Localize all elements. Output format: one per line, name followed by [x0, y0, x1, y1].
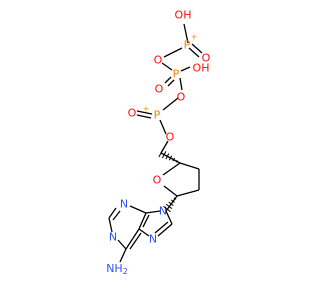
charge-p-low: +	[143, 105, 150, 114]
atom-nh2: NH2	[106, 262, 128, 276]
bond-c5p-c4p-2	[142, 214, 150, 228]
nh2-subscript: 2	[123, 267, 128, 276]
atom-o-ring: O	[153, 174, 162, 187]
atom-oh-mid: OH	[193, 62, 210, 75]
bond-c8-n7	[157, 223, 173, 237]
bond-n3-c2p	[108, 207, 117, 219]
atom-n9: N	[159, 205, 167, 218]
bond-olink2-plow	[162, 97, 179, 111]
wedge-c1-n9-hash	[171, 199, 175, 203]
wedge-c4-c5-hash	[161, 151, 167, 159]
wedge-c4-c5-hash	[165, 153, 170, 160]
bond-ptop-olink1	[163, 47, 183, 58]
atom-n7: N	[149, 233, 157, 246]
atom-labels: OH P + O O P OH O O P + O O O N N N N NH…	[106, 9, 210, 276]
atom-p-mid: P	[173, 68, 180, 81]
wedge-c1-n9-hash	[165, 203, 173, 210]
atom-o-top-double: O	[202, 52, 211, 65]
bond-c2-c1	[176, 189, 200, 197]
bond-c5p-c4p	[138, 212, 147, 230]
nh2-main: NH	[106, 262, 123, 275]
atom-p-low: P	[154, 109, 161, 122]
wedge-c4-c5	[158, 148, 181, 164]
bond-n7-c5p	[138, 228, 150, 237]
bond-oring-c4	[162, 162, 181, 176]
atom-n3: N	[120, 198, 128, 211]
charge-p-top: +	[191, 33, 198, 42]
bond-c6-nh2	[119, 248, 127, 263]
wedge-c4-c5-hash	[168, 155, 173, 161]
bond-c6-c5p-2	[129, 232, 142, 250]
atom-o-low-double: O	[128, 107, 137, 120]
atom-o-mid-double: O	[155, 83, 164, 96]
atom-o-link-2: O	[177, 91, 186, 104]
bond-c4p-n9	[145, 210, 161, 214]
atom-oh-top: OH	[175, 9, 192, 22]
atom-n1: N	[109, 231, 117, 244]
bond-c2p-n1	[108, 217, 113, 233]
bond-pmid-omiddbl	[164, 76, 172, 84]
wedge-c4-c5-hash	[172, 157, 175, 162]
bond-pmid-olink2	[179, 77, 183, 91]
atom-p-top: P	[184, 39, 191, 52]
wedge-c1-n9-hash	[163, 205, 171, 213]
wedge-c4-c5-hash	[158, 148, 164, 158]
bond-n1-c6	[117, 239, 127, 250]
bond-ptop-otopdbl-2	[188, 47, 200, 58]
atom-o-link-1: O	[154, 54, 163, 67]
bond-n9-c8	[165, 210, 173, 225]
molecule-structure: OH P + O O P OH O O P + O O O N N N N NH…	[106, 9, 210, 276]
bond-ptop-ohtop	[183, 23, 189, 44]
bond-c1-oring	[163, 185, 178, 197]
wedge-c1-n9-hash	[173, 197, 177, 200]
bond-c8-n7-2	[154, 221, 169, 234]
wedge-c4-c5-hash	[175, 160, 178, 163]
bond-n3-c2p-2	[112, 210, 121, 221]
wedge-c1-n9-hash	[168, 201, 174, 206]
bond-plow-olowdbl	[136, 110, 153, 115]
bond-olink1-pmid	[161, 62, 173, 71]
bond-plow-olowdbl-2	[136, 114, 152, 119]
wedge-c1-n9-hash	[176, 195, 178, 197]
bond-plow-olink3	[159, 119, 167, 135]
bond-c4p-n3	[129, 205, 147, 214]
bond-ptop-otopdbl	[191, 43, 203, 54]
wedge-c1-n9	[163, 195, 178, 213]
bond-c6-c5p	[125, 228, 140, 250]
atom-o-link-3: O	[166, 131, 175, 144]
bond-pmid-omiddbl-2	[167, 79, 175, 87]
bond-pmid-ohmid	[180, 66, 191, 72]
bond-c4-c3	[179, 162, 200, 170]
